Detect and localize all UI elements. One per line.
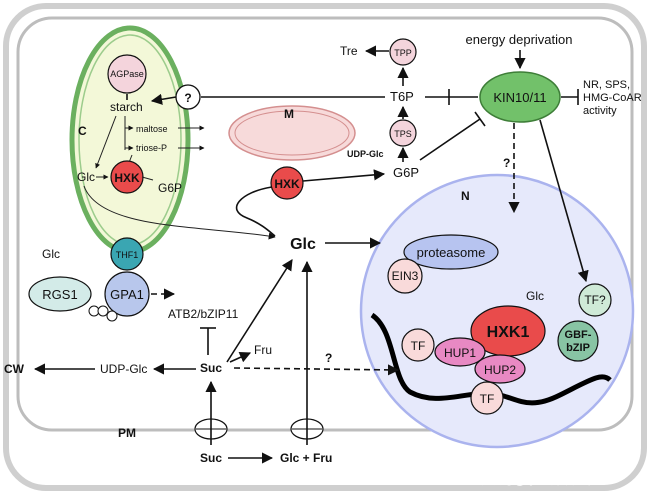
hup1-label: HUP1 [444,346,476,360]
ein3-node [387,258,423,294]
watermark-text: 搜狐号@李老师谈生化 [478,472,598,487]
question-suc-label: ? [325,351,332,365]
hup2-node [474,354,526,384]
tf-bottom-label: TF [480,392,495,406]
rgs1-node [28,276,92,312]
t6p-label: T6P [390,89,414,104]
glc-left-label: Glc [42,247,60,261]
bzip-label: bZIP [566,342,590,354]
gbf-bzip-node [557,320,599,362]
tf-bottom-node [470,381,504,415]
mito-m-label: M [284,107,294,121]
unknown-label: ? [184,91,191,105]
nucleus-n-label: N [461,189,470,203]
cw-label: CW [4,362,25,376]
starch-label: starch [110,100,143,114]
hmg-coar-label: HMG-CoAR [583,92,642,104]
question-kin-label: ? [503,156,510,170]
glc-chloroplast-label: Glc [77,170,95,184]
maltose-label: maltose [136,124,168,134]
mitochondrion [228,105,356,161]
gpa1-label: GPA1 [110,287,144,302]
gbf-label: GBF- [565,329,592,341]
tf-question-node [578,283,612,317]
proteasome-node [403,234,499,270]
glc-fru-label: Glc + Fru [280,451,332,465]
hup2-label: HUP2 [484,363,516,377]
hxk-chloroplast-label: HXK [114,171,140,185]
suc-label: Suc [200,361,222,375]
hxk-mito-node [270,166,304,200]
hup1-node [434,337,486,367]
tf-left-label: TF [411,339,426,353]
pm-label: PM [118,426,136,440]
agpase-node [107,54,147,94]
tf-left-node [401,328,435,362]
ein3-label: EIN3 [392,269,419,283]
g6p-chloroplast-label: G6P [158,181,182,195]
kin10-11-label: KIN10/11 [493,90,546,105]
thf1-label: THF1 [116,250,139,260]
hxk-mito-label: HXK [274,177,300,191]
triose-p-label: triose-P [136,143,167,153]
glc-center-label: Glc [290,236,316,253]
tpp-node [389,38,417,66]
tf-question-label: TF? [584,293,606,307]
tps-node [389,119,417,147]
tps-label: TPS [394,129,412,139]
activity-label: activity [583,105,617,117]
udp-glc-small-label: UDP-Glc [347,149,384,159]
atb2-bzip11-label: ATB2/bZIP11 [168,307,239,321]
fru-label: Fru [254,343,272,357]
tre-label: Tre [340,44,358,58]
gpa1-node [104,271,150,317]
udp-glc-label: UDP-Glc [100,362,147,376]
nr-sps-label: NR, SPS, [583,79,630,91]
proteasome-label: proteasome [417,245,486,260]
kin10-11-node [479,71,561,123]
glc-nucleus-label: Glc [526,289,544,303]
hxk1-label: HXK1 [487,324,530,341]
suc-bottom-label: Suc [200,451,222,465]
agpase-label: AGPase [110,69,144,79]
g6p-mid-label: G6P [393,165,419,180]
tpp-label: TPP [394,48,412,58]
thf1-node [110,237,144,271]
energy-deprivation-label: energy deprivation [466,32,573,47]
chloroplast-c-label: C [78,124,87,138]
rgs1-label: RGS1 [42,287,77,302]
